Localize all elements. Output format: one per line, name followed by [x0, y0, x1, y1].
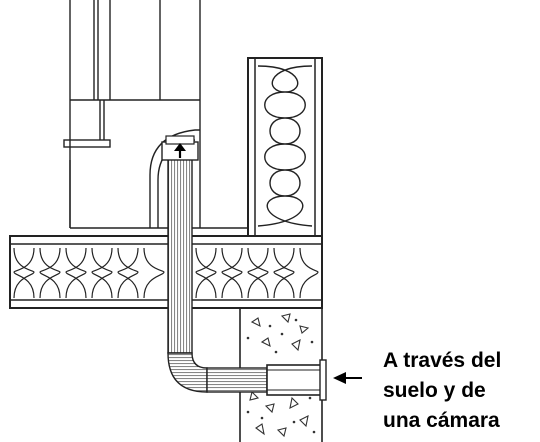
airflow-up-arrow: [174, 143, 186, 158]
airflow-left-arrow: [333, 372, 362, 384]
insulated-floor: [9, 235, 323, 309]
insulated-wall: [247, 57, 323, 237]
caption-label: A través del suelo y de una cámara: [383, 346, 540, 442]
caption-line-3: una cámara: [383, 409, 500, 432]
flexible-duct: [167, 157, 327, 401]
stove-appliance: [63, 0, 248, 229]
caption-line-2: suelo y de: [383, 379, 486, 402]
caption-line-1: A través del: [383, 349, 502, 372]
